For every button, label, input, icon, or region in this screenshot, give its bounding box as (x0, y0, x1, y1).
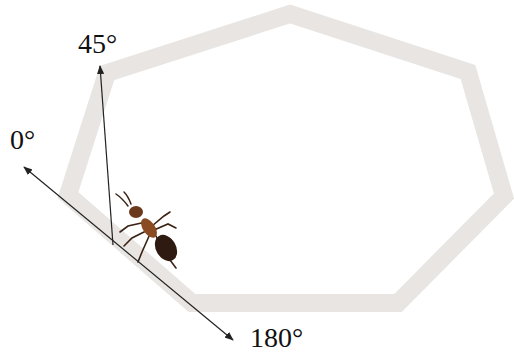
angle-label: 45° (78, 30, 117, 58)
direction-line (100, 66, 113, 245)
ant (116, 192, 182, 268)
track-outline (68, 14, 504, 303)
angle-label: 180° (250, 324, 303, 352)
angle-label: 0° (10, 126, 35, 154)
direction-line (24, 167, 233, 340)
